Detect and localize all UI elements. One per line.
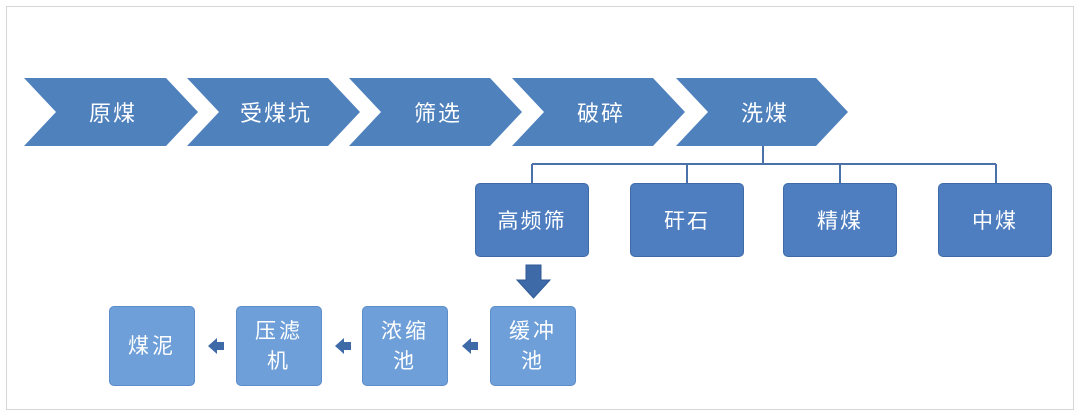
chevron-step-2: [187, 78, 360, 146]
chevron-step-1: [24, 78, 198, 146]
slurry-thickener-label: 浓缩 池: [381, 319, 429, 373]
left-arrow-2: [335, 338, 351, 354]
diagram-frame: [6, 6, 1074, 410]
slurry-coal-slime-label: 煤泥: [128, 334, 176, 358]
output-high-frequency-screen: 高频筛: [475, 183, 589, 257]
slurry-thickener: 浓缩 池: [362, 306, 448, 386]
chevron-step-5: [676, 78, 848, 146]
chevron-step-3: [349, 78, 522, 146]
step-label-coal-pit: 受煤坑: [239, 102, 312, 127]
tree-connector: [531, 146, 997, 183]
step-label-crushing: 破碎: [576, 102, 625, 127]
slurry-buffer-tank-label: 缓冲 池: [509, 319, 557, 373]
step-label-screening: 筛选: [413, 102, 462, 127]
down-arrow: [515, 264, 552, 299]
output-clean-coal: 精煤: [783, 183, 897, 257]
slurry-filter-press-label: 压滤 机: [255, 319, 303, 373]
slurry-coal-slime: 煤泥: [109, 306, 195, 386]
slurry-filter-press: 压滤 机: [236, 306, 322, 386]
left-arrow-1: [462, 338, 478, 354]
output-middling-coal: 中煤: [938, 183, 1052, 257]
step-label-washing: 洗煤: [740, 102, 789, 127]
slurry-buffer-tank: 缓冲 池: [490, 306, 576, 386]
step-label-raw-coal: 原煤: [88, 102, 137, 127]
chevron-step-4: [512, 78, 685, 146]
left-arrow-3: [208, 338, 224, 354]
output-gangue: 矸石: [630, 183, 744, 257]
